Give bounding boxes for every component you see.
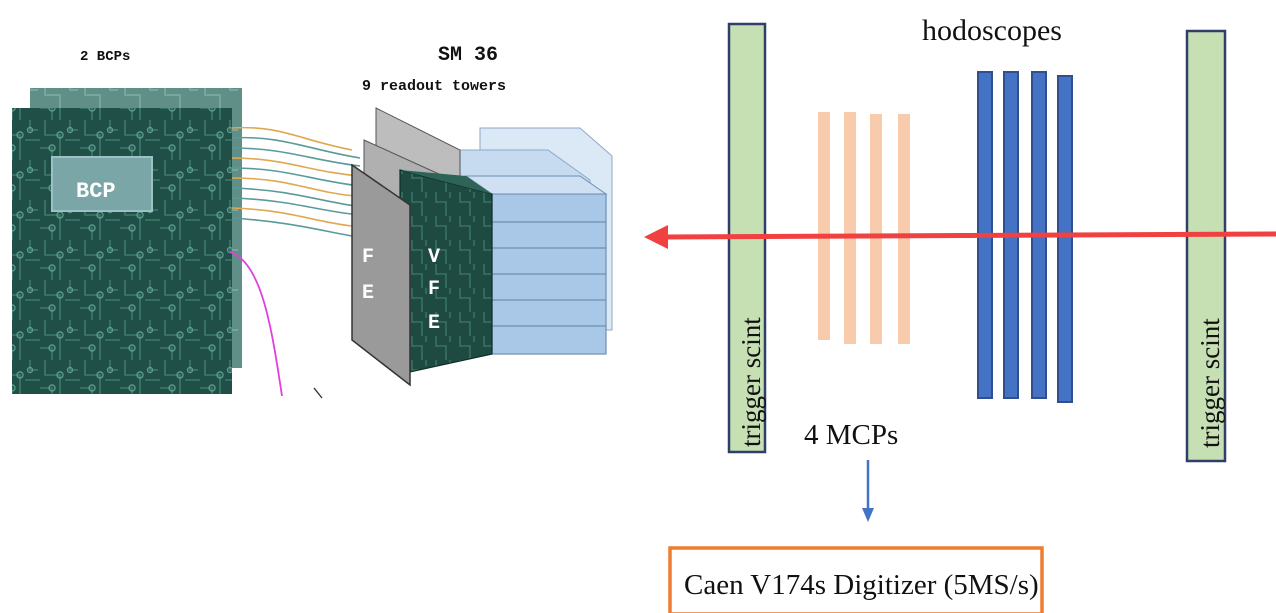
cable bbox=[231, 136, 361, 159]
readout-towers bbox=[351, 107, 613, 387]
bcp-boards bbox=[12, 88, 242, 394]
vfe-board bbox=[399, 169, 493, 373]
vfe-letter-f: F bbox=[428, 278, 440, 301]
cables bbox=[229, 126, 361, 399]
vfe-letter-e: E bbox=[428, 312, 440, 335]
beam-arrow bbox=[644, 225, 1276, 249]
fe-card bbox=[351, 163, 411, 387]
hodoscopes-label: hodoscopes bbox=[922, 14, 1062, 47]
hodoscope-plane bbox=[1057, 75, 1073, 403]
fe-letter-e: E bbox=[362, 282, 374, 305]
cable bbox=[231, 217, 353, 237]
digitizer-label: Caen V174s Digitizer (5MS/s) bbox=[684, 569, 1039, 601]
mcp-plate bbox=[818, 112, 830, 340]
trigger-scint-right-label: trigger scint bbox=[1195, 318, 1225, 448]
cable bbox=[231, 197, 353, 215]
mcp-plate bbox=[870, 114, 882, 344]
trigger-scint-right bbox=[1185, 29, 1227, 463]
fe-letter-f: F bbox=[362, 246, 374, 269]
vfe-top bbox=[400, 170, 492, 194]
bcp-count-label: 2 BCPs bbox=[80, 49, 130, 65]
cable bbox=[231, 157, 361, 177]
cable bbox=[231, 177, 356, 197]
cable bbox=[231, 126, 353, 151]
left-labels: 2 BCPs SM 36 9 readout towers BCP F E V … bbox=[76, 44, 506, 335]
bcp-chip bbox=[51, 156, 153, 212]
pink-cable bbox=[229, 251, 283, 397]
sm-subtitle: 9 readout towers bbox=[362, 78, 506, 95]
vfe-letter-v: V bbox=[428, 246, 440, 269]
right-labels: hodoscopes trigger scint trigger scint 4… bbox=[684, 14, 1225, 601]
tower-top bbox=[464, 175, 608, 195]
sm-title: SM 36 bbox=[438, 44, 498, 67]
cable bbox=[231, 187, 356, 207]
cable bbox=[231, 167, 361, 187]
front-bcp-board bbox=[12, 108, 232, 394]
bcp-chip-label: BCP bbox=[76, 179, 116, 204]
cable bbox=[231, 147, 361, 167]
beamline bbox=[644, 22, 1276, 613]
mcp-plate bbox=[844, 112, 856, 344]
mcp-to-digitizer-arrow bbox=[862, 460, 874, 522]
cable bbox=[231, 207, 353, 227]
mcp-label: 4 MCPs bbox=[804, 419, 898, 451]
cable-stub bbox=[313, 387, 323, 399]
trigger-scint-left-label: trigger scint bbox=[736, 317, 766, 447]
digitizer-box bbox=[668, 546, 1044, 613]
mcp-plate bbox=[898, 114, 910, 344]
